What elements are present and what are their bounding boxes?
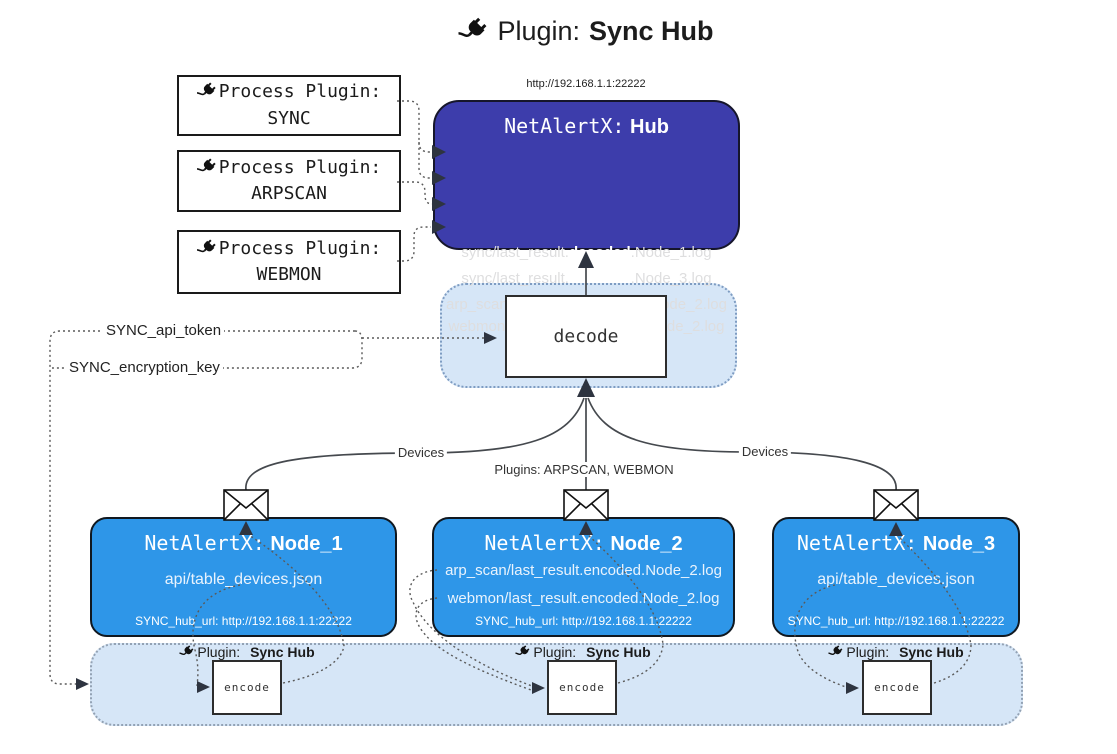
node-title-prefix: NetAlertX:: [796, 531, 918, 555]
page-title-name: Sync Hub: [589, 16, 714, 46]
edge-webmon-to-hub: [397, 226, 431, 262]
process-plugin-prefix: Process Plugin:: [218, 81, 382, 103]
envelope-icon: [563, 489, 609, 521]
decode-box: decode: [505, 295, 667, 378]
edge-sync-to-hub: [397, 100, 431, 179]
hub-url-label: http://192.168.1.1:22222: [526, 78, 646, 90]
node-title: NetAlertX: Node_1: [92, 531, 395, 556]
plug-icon: [196, 239, 216, 253]
bar-label-prefix: Plugin:: [197, 644, 241, 660]
process-plugin-box-arpscan: Process Plugin: ARPSCAN: [177, 150, 401, 212]
sync-hub-bar-label: Plugin: Sync Hub: [828, 644, 964, 660]
plug-icon: [828, 644, 843, 655]
sync-hub-bar-label: Plugin: Sync Hub: [515, 644, 651, 660]
node-hub-url: SYNC_hub_url: http://192.168.1.1:22222: [475, 614, 692, 628]
node-1-box: NetAlertX: Node_1 api/table_devices.json…: [90, 517, 397, 637]
bar-label-prefix: Plugin:: [846, 644, 890, 660]
plug-icon: [196, 158, 216, 172]
node-title-prefix: NetAlertX:: [484, 531, 605, 555]
node-title-prefix: NetAlertX:: [144, 531, 265, 555]
page-title: Plugin: Sync Hub: [458, 16, 714, 47]
hub-box: NetAlertX: Hub sync/last_result.decoded.…: [433, 100, 740, 335]
log-bold: decoded: [568, 244, 631, 261]
envelope-icon: [223, 489, 269, 521]
log-post: .Node_3.log: [630, 270, 712, 287]
sync-hub-bar-label: Plugin: Sync Hub: [179, 644, 315, 660]
bar-label-name: Sync Hub: [899, 644, 964, 660]
node-file: api/table_devices.json: [164, 571, 323, 588]
process-plugin-name: SYNC: [267, 107, 311, 129]
node-title: NetAlertX: Node_3: [774, 531, 1018, 556]
devices-edge-label-left: Devices: [394, 445, 448, 460]
log-bold: decoded: [568, 270, 631, 287]
bar-label-prefix: Plugin:: [533, 644, 577, 660]
hub-title-name: Hub: [630, 116, 669, 138]
hub-title: NetAlertX: Hub: [435, 114, 738, 139]
arrowhead-into-bar: [76, 678, 89, 690]
edge-sync-to-hub-2: [418, 141, 431, 153]
plug-icon: [179, 644, 194, 655]
sync-api-token-label: SYNC_api_token: [103, 322, 225, 339]
envelope-icon: [873, 489, 919, 521]
node-file: arp_scan/last_result.encoded.Node_2.log: [445, 562, 722, 579]
node-title-name: Node_3: [922, 533, 996, 555]
process-plugin-name: ARPSCAN: [251, 183, 327, 204]
node-3-box: NetAlertX: Node_3 api/table_devices.json…: [772, 517, 1020, 637]
node-hub-url: SYNC_hub_url: http://192.168.1.1:22222: [787, 614, 1005, 628]
plug-icon: [196, 82, 216, 96]
plug-icon: [458, 17, 487, 37]
hub-log-row: sync/last_result.decoded.Node_1.log: [435, 244, 738, 261]
node-file: webmon/last_result.encoded.Node_2.log: [447, 590, 720, 607]
node-file: api/table_devices.json: [817, 571, 975, 588]
envelope-icons: [223, 489, 919, 521]
process-plugin-box-sync: Process Plugin: SYNC: [177, 75, 401, 136]
sync-encryption-key-label: SYNC_encryption_key: [66, 359, 223, 376]
process-plugin-prefix: Process Plugin:: [218, 156, 382, 178]
edge-arpscan-to-hub: [397, 181, 433, 205]
hub-title-prefix: NetAlertX:: [504, 114, 625, 138]
bar-label-name: Sync Hub: [250, 644, 315, 660]
process-plugin-name: WEBMON: [256, 264, 322, 285]
plugins-edge-label: Plugins: ARPSCAN, WEBMON: [491, 462, 677, 477]
node-title: NetAlertX: Node_2: [434, 531, 733, 556]
node-2-box: NetAlertX: Node_2 arp_scan/last_result.e…: [432, 517, 735, 637]
log-post: .Node_1.log: [630, 244, 712, 261]
bar-label-name: Sync Hub: [586, 644, 651, 660]
encode-box: encode: [862, 660, 932, 715]
devices-edge-label-right: Devices: [738, 444, 792, 459]
page-title-prefix: Plugin:: [497, 16, 581, 46]
log-pre: sync/last_result.: [461, 244, 569, 261]
log-pre: sync/last_result.: [461, 270, 569, 287]
hub-log-row: sync/last_result.decoded.Node_3.log: [435, 270, 738, 287]
plug-icon: [515, 644, 530, 655]
node-hub-url: SYNC_hub_url: http://192.168.1.1:22222: [135, 614, 352, 628]
process-plugin-box-webmon: Process Plugin: WEBMON: [177, 230, 401, 294]
node-title-name: Node_2: [610, 533, 683, 555]
encode-box: encode: [547, 660, 617, 715]
process-plugin-prefix: Process Plugin:: [218, 237, 382, 259]
encode-box: encode: [212, 660, 282, 715]
node-title-name: Node_1: [270, 533, 343, 555]
